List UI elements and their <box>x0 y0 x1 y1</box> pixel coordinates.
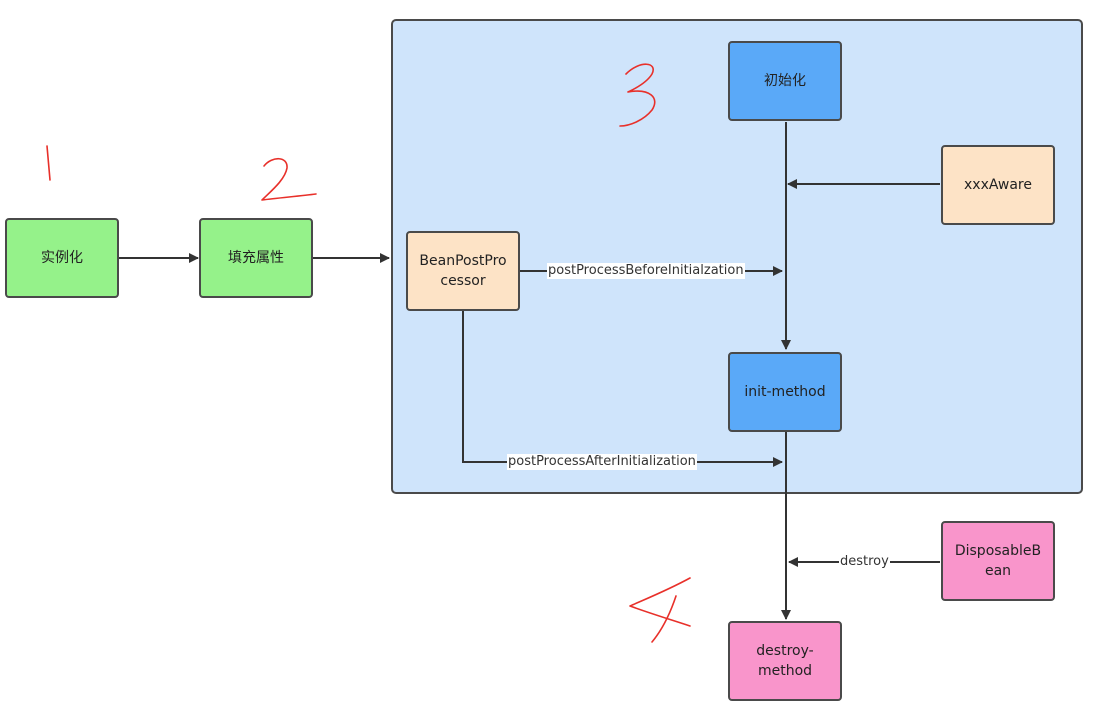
node-instantiate-label: 实例化 <box>41 250 83 266</box>
node-bpp-label: BeanPostPro cessor <box>419 253 507 289</box>
node-initialize[interactable]: 初始化 <box>728 41 842 121</box>
node-initialize-label: 初始化 <box>764 73 806 89</box>
annotation-step2-stroke <box>261 157 317 201</box>
node-destroy-method[interactable]: destroy- method <box>728 621 842 701</box>
annotation-step3-stroke <box>619 63 656 127</box>
node-xxxaware[interactable]: xxxAware <box>941 145 1055 225</box>
handwritten-annotations <box>46 63 691 643</box>
node-init-method[interactable]: init-method <box>728 352 842 432</box>
node-disposable-label: DisposableB ean <box>954 543 1042 579</box>
annotation-step4-stroke <box>629 577 691 643</box>
node-init-method-label: init-method <box>744 384 826 400</box>
annotation-step1-stroke <box>46 145 51 181</box>
node-populate-properties[interactable]: 填充属性 <box>199 218 313 298</box>
node-bean-post-processor[interactable]: BeanPostPro cessor <box>406 231 520 311</box>
node-instantiate[interactable]: 实例化 <box>5 218 119 298</box>
edge-label-before-init: postProcessBeforeInitialzation <box>547 263 745 279</box>
node-populate-label: 填充属性 <box>228 250 284 266</box>
node-destroy-method-label: destroy- method <box>756 643 814 679</box>
edge-label-destroy: destroy <box>839 554 890 570</box>
node-xxxaware-label: xxxAware <box>964 177 1032 193</box>
edge-label-after-init: postProcessAfterInitialization <box>507 454 697 470</box>
node-disposable-bean[interactable]: DisposableB ean <box>941 521 1055 601</box>
